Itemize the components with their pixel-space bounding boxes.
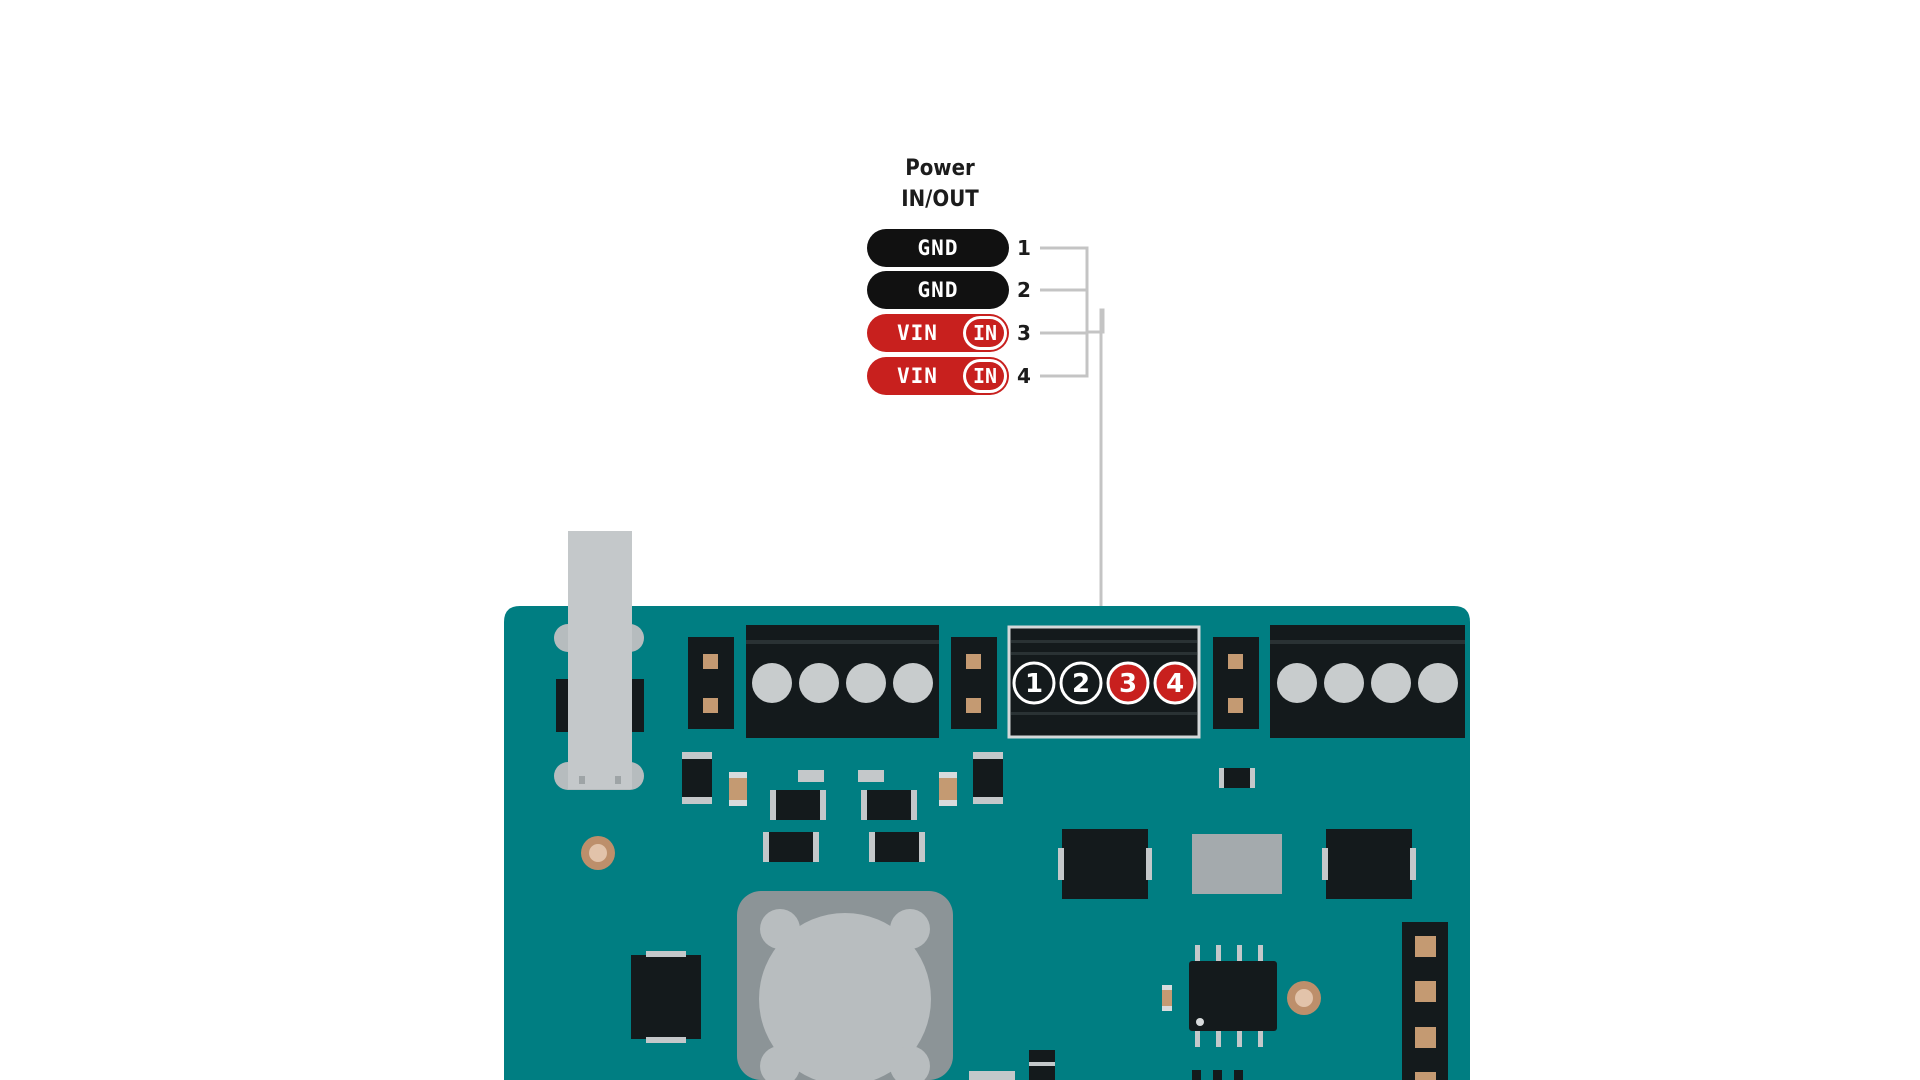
bottom-components xyxy=(969,985,1172,1080)
pin-group-title: Power IN/OUT xyxy=(860,153,1020,215)
terminal-block-left xyxy=(746,625,939,738)
smd-components xyxy=(682,752,1255,862)
terminal-2: 2 xyxy=(1059,661,1103,705)
pin-name: GND xyxy=(917,236,959,260)
pin-label-2: GND xyxy=(867,271,1009,309)
pin-label-4: VIN IN xyxy=(867,357,1009,395)
terminal-4: 4 xyxy=(1153,661,1197,705)
pin-number: 4 xyxy=(1017,364,1031,388)
direction-label: IN xyxy=(966,362,1004,390)
terminal-1: 1 xyxy=(1012,661,1056,705)
terminal-4-number: 4 xyxy=(1166,669,1184,699)
terminal-3: 3 xyxy=(1106,661,1150,705)
jumper-middle xyxy=(951,637,997,729)
right-header xyxy=(1402,922,1448,1080)
pin-number: 1 xyxy=(1017,236,1031,260)
connector-lines xyxy=(1040,246,1105,627)
jumper-left xyxy=(688,637,734,729)
direction-badge: IN xyxy=(963,359,1007,393)
direction-badge: IN xyxy=(963,316,1007,350)
jumper-right xyxy=(1213,637,1259,729)
pin-number: 3 xyxy=(1017,321,1031,345)
terminal-3-number: 3 xyxy=(1119,669,1137,699)
direction-label: IN xyxy=(966,319,1004,347)
pin-label-3: VIN IN xyxy=(867,314,1009,352)
power-components xyxy=(631,829,1416,1043)
pin-group-title-line1: Power xyxy=(905,156,975,181)
pin-number: 2 xyxy=(1017,278,1031,302)
pin-label-1: GND xyxy=(867,229,1009,267)
pin-name: VIN xyxy=(897,321,938,345)
terminal-block-right xyxy=(1270,625,1465,738)
pin-group-title-line2: IN/OUT xyxy=(901,187,979,212)
side-connector xyxy=(554,531,644,790)
soic-chip xyxy=(1189,945,1277,1080)
terminal-1-number: 1 xyxy=(1025,669,1043,699)
terminal-2-number: 2 xyxy=(1072,669,1090,699)
pin-name: GND xyxy=(917,278,959,302)
large-inductor xyxy=(737,891,953,1080)
pin-name: VIN xyxy=(897,364,938,388)
